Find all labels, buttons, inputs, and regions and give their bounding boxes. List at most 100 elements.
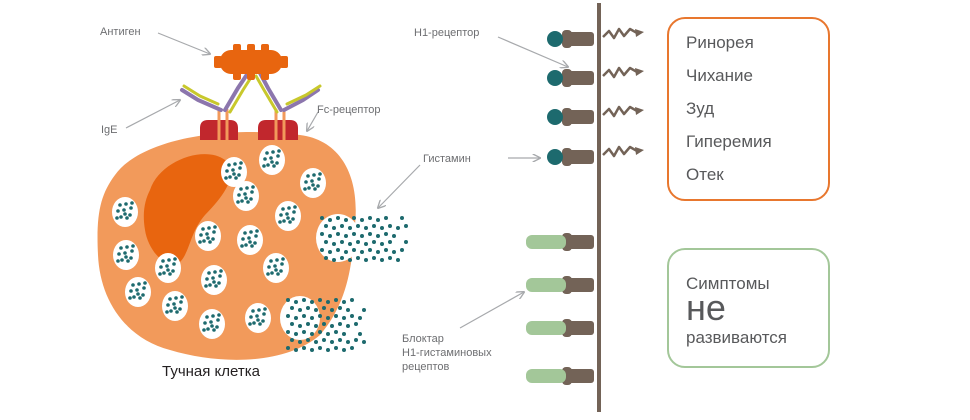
histamine-dot (334, 314, 338, 318)
granule (113, 240, 139, 270)
histamine-dot (338, 322, 342, 326)
histamine-dot (392, 250, 396, 254)
histamine-dot (324, 256, 328, 260)
h1-receptor-blocked (526, 233, 594, 251)
histamine-dot (338, 306, 342, 310)
histamine-dot (404, 224, 408, 228)
histamine-dot (314, 340, 318, 344)
histamine-dot (356, 256, 360, 260)
histamine-dot (352, 216, 356, 220)
fc-receptor-label: Fc-рецептор (317, 104, 381, 116)
histamine-dot (286, 314, 290, 318)
released-histamine-cloud-upper (320, 216, 408, 262)
histamine-dot (384, 232, 388, 236)
symptom-itching: Зуд (686, 99, 715, 118)
blocker-label-line-3: рецептов (402, 361, 450, 373)
fc-receptor-right (258, 120, 298, 140)
granule (162, 291, 188, 321)
histamine-dot (400, 248, 404, 252)
antihistamine-blocker (526, 369, 566, 383)
histamine-dot (322, 322, 326, 326)
histamine-dot (388, 256, 392, 260)
histamine-label: Гистамин (423, 153, 471, 165)
histamine-dot (336, 216, 340, 220)
histamine-dot (294, 348, 298, 352)
histamine-dot (372, 240, 376, 244)
h1-receptor-active (547, 105, 644, 126)
histamine-dot (332, 226, 336, 230)
histamine-dot (368, 216, 372, 220)
ige-label: IgE (101, 124, 118, 136)
histamine-dot (350, 298, 354, 302)
blocker-label-line-1: Блоктар (402, 333, 444, 345)
histamine-dot (376, 250, 380, 254)
histamine-dot (340, 240, 344, 244)
granule (259, 145, 285, 175)
no-symptoms-box: Симптомы не развиваются (667, 248, 830, 368)
histamine-molecule (547, 70, 563, 86)
antihistamine-blocker (526, 278, 566, 292)
histamine-dot (334, 330, 338, 334)
histamine-dot (322, 306, 326, 310)
granule (263, 253, 289, 283)
histamine-dot (344, 250, 348, 254)
histamine-dot (290, 306, 294, 310)
histamine-dot (286, 346, 290, 350)
histamine-dot (318, 298, 322, 302)
histamine-dot (330, 340, 334, 344)
histamine-dot (306, 338, 310, 342)
histamine-dot (294, 300, 298, 304)
histamine-dot (286, 298, 290, 302)
histamine-dot (344, 234, 348, 238)
histamine-dot (302, 346, 306, 350)
histamine-dot (294, 332, 298, 336)
h1-receptor-active (547, 145, 644, 166)
histamine-dot (380, 258, 384, 262)
histamine-dot (352, 248, 356, 252)
mast-cell (97, 131, 408, 360)
cytoplasm-granules (112, 145, 326, 339)
histamine-dot (348, 242, 352, 246)
histamine-dot (314, 324, 318, 328)
h1-receptor-blocked (526, 319, 594, 337)
histamine-dot (328, 234, 332, 238)
h1-receptor-blocked (526, 276, 594, 294)
histamine-dot (332, 258, 336, 262)
granule (199, 309, 225, 339)
histamine-dot (310, 300, 314, 304)
histamine-dot (372, 224, 376, 228)
histamine-molecule (547, 31, 563, 47)
histamine-dot (384, 248, 388, 252)
released-histamine-cloud-lower (286, 298, 366, 352)
symptom-rhinorrhea: Ринорея (686, 33, 754, 52)
symptom-edema: Отек (686, 165, 724, 184)
histamine-dot (290, 338, 294, 342)
histamine-dot (360, 218, 364, 222)
granule (221, 157, 247, 187)
histamine-dot (318, 330, 322, 334)
histamine-molecule (547, 149, 563, 165)
histamine-dot (342, 332, 346, 336)
h1-receptors-blocked (526, 233, 594, 385)
symptom-hyperemia: Гиперемия (686, 132, 772, 151)
histamine-dot (326, 316, 330, 320)
histamine-dot (320, 248, 324, 252)
symptom-sneezing: Чихание (686, 66, 753, 85)
antigen (214, 44, 288, 80)
histamine-dot (380, 242, 384, 246)
histamine-dot (330, 308, 334, 312)
histamine-dot (326, 348, 330, 352)
histamine-dot (318, 346, 322, 350)
histamine-dot (356, 224, 360, 228)
antihistamine-blocker (526, 321, 566, 335)
histamine-dot (388, 240, 392, 244)
histamine-dot (306, 306, 310, 310)
histamine-dot (350, 314, 354, 318)
histamine-dot (352, 232, 356, 236)
histamine-dot (364, 258, 368, 262)
no-symptoms-line-1: Симптомы (686, 274, 770, 293)
histamine-dot (376, 234, 380, 238)
histamine-dot (322, 338, 326, 342)
histamine-dot (298, 324, 302, 328)
